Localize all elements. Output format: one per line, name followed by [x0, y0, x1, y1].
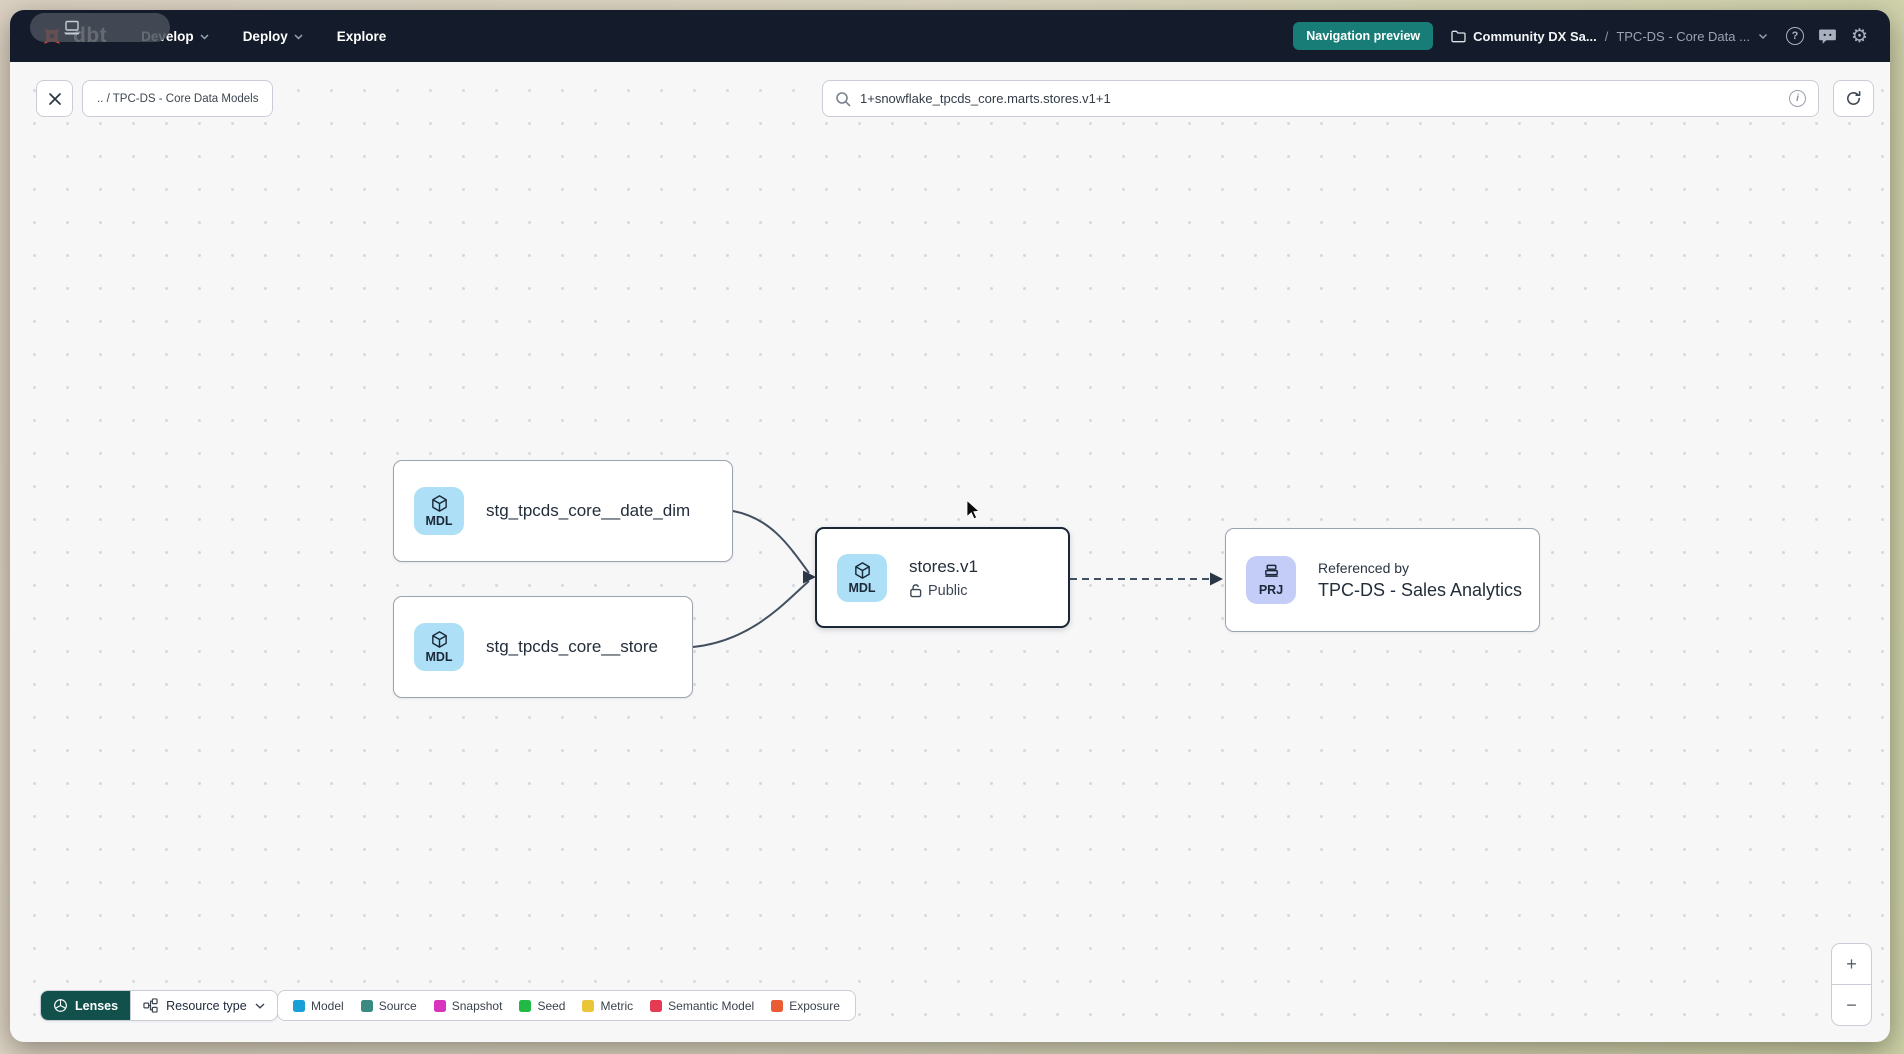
breadcrumb-separator: / [1604, 28, 1609, 44]
breadcrumb: Community DX Sa... / TPC-DS - Core Data … [1451, 29, 1768, 44]
zoom-controls: + − [1831, 943, 1872, 1026]
search-icon [836, 91, 851, 106]
settings-gear-icon[interactable]: ⚙ [1850, 25, 1868, 47]
lineage-search: i [822, 80, 1819, 117]
node-stg-tpcds-core-store[interactable]: MDL stg_tpcds_core__store [393, 596, 693, 698]
model-badge: MDL [414, 487, 464, 535]
node-stores-v1[interactable]: MDL stores.v1 Public [815, 527, 1070, 628]
help-icon: ? [1785, 27, 1804, 45]
seed-swatch [519, 999, 532, 1012]
cube-icon [431, 495, 447, 512]
feedback-button[interactable] [1818, 28, 1837, 45]
legend-metric: Metric [582, 999, 633, 1013]
top-nav: dbt Develop Deploy Explore Navigation pr… [10, 10, 1890, 62]
mouse-cursor [966, 500, 980, 520]
close-lineage-button[interactable] [36, 80, 73, 117]
close-icon [48, 92, 61, 105]
folder-icon [1451, 30, 1466, 42]
menu-deploy[interactable]: Deploy [243, 29, 303, 44]
snapshot-swatch [433, 999, 446, 1012]
metric-swatch [582, 999, 595, 1012]
help-button[interactable]: ? [1785, 27, 1804, 45]
model-badge: MDL [414, 623, 464, 671]
chat-bubble-icon [1819, 29, 1836, 44]
node-label: stg_tpcds_core__store [486, 637, 658, 656]
unlock-icon [910, 584, 922, 598]
search-input[interactable] [860, 91, 1780, 106]
chevron-down-icon [255, 1002, 265, 1009]
project-badge: PRJ [1246, 556, 1296, 604]
breadcrumb-page[interactable]: TPC-DS - Core Data ... [1616, 28, 1750, 44]
menu-explore[interactable]: Explore [336, 28, 387, 44]
chevron-down-icon [200, 34, 209, 40]
source-swatch [360, 999, 373, 1012]
referenced-project-name: TPC-DS - Sales Analytics [1318, 579, 1523, 600]
legend-semantic-model: Semantic Model [650, 999, 754, 1013]
model-swatch [293, 999, 305, 1012]
dashed-edge-arrowhead [1210, 572, 1223, 586]
legend-seed: Seed [519, 999, 565, 1013]
model-badge: MDL [837, 553, 887, 602]
legend-source: Source [360, 999, 417, 1013]
lenses-button[interactable]: Lenses [41, 991, 131, 1020]
zoom-out-button[interactable]: − [1846, 994, 1857, 1015]
legend-model: Model [293, 999, 344, 1013]
cube-icon [854, 561, 870, 579]
lens-icon [54, 999, 67, 1012]
node-label: stg_tpcds_core__date_dim [486, 501, 691, 520]
node-referenced-by-project[interactable]: PRJ Referenced by TPC-DS - Sales Analyti… [1225, 528, 1540, 632]
semantic-model-swatch [650, 999, 663, 1012]
resource-type-icon [143, 998, 158, 1013]
zoom-in-button[interactable]: + [1832, 944, 1871, 985]
resource-type-dropdown[interactable]: Resource type [130, 991, 277, 1020]
node-label: stores.v1 [909, 556, 978, 576]
navigation-preview-badge[interactable]: Navigation preview [1293, 22, 1434, 50]
info-icon[interactable]: i [1789, 90, 1806, 107]
cube-icon [431, 631, 447, 648]
resource-legend: Model Source Snapshot Seed Metric Semant… [277, 990, 856, 1021]
lineage-canvas[interactable]: .. / TPC-DS - Core Data Models i MDL [10, 62, 1890, 1042]
laptop-icon [64, 20, 80, 34]
app-window: dbt Develop Deploy Explore Navigation pr… [10, 10, 1890, 1042]
refresh-button[interactable] [1833, 80, 1874, 117]
lineage-breadcrumb-chip[interactable]: .. / TPC-DS - Core Data Models [82, 80, 274, 117]
view-controls: Lenses Resource type [40, 990, 278, 1021]
access-level: Public [909, 583, 978, 599]
breadcrumb-project[interactable]: Community DX Sa... [1451, 29, 1597, 44]
legend-exposure: Exposure [771, 999, 840, 1013]
node-stg-tpcds-core-date-dim[interactable]: MDL stg_tpcds_core__date_dim [393, 460, 733, 562]
refresh-icon [1847, 91, 1861, 105]
stacked-drawers-icon [1264, 564, 1278, 577]
chevron-down-icon [294, 34, 303, 40]
breadcrumb-chevron-icon[interactable] [1758, 33, 1768, 40]
screen-share-pill [30, 13, 170, 42]
legend-snapshot: Snapshot [433, 999, 502, 1013]
node-label: Referenced by [1318, 559, 1410, 576]
exposure-swatch [771, 999, 784, 1012]
